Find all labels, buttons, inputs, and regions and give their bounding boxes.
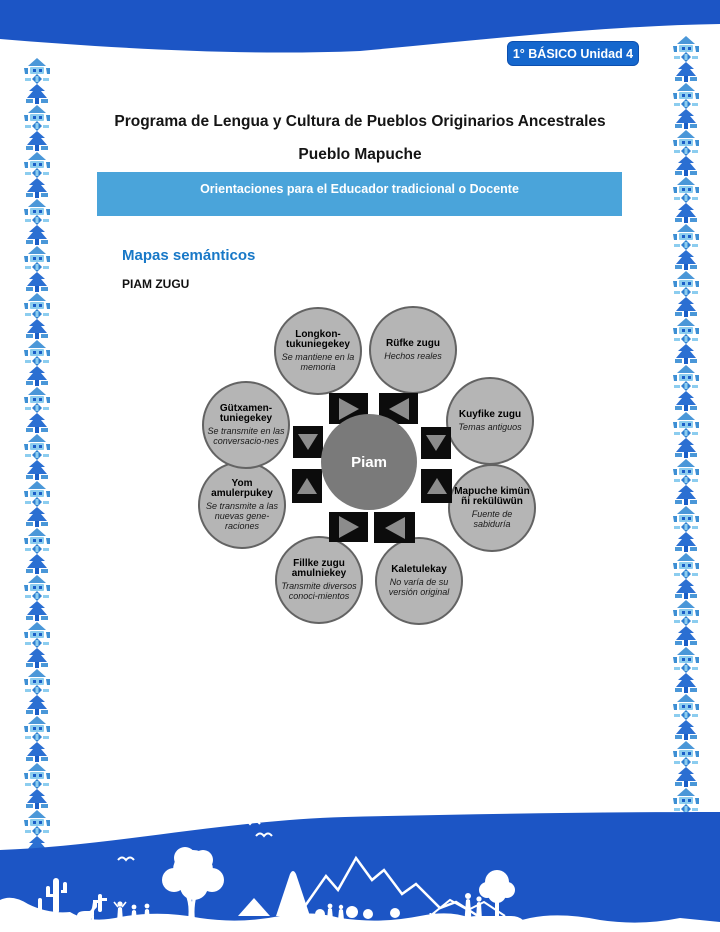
arrow-bottom-left-icon	[329, 512, 368, 542]
map-node-gutxamentuniegekey: Gütxamen-tuniegekey Se transmite en las …	[202, 381, 290, 469]
node-subtitle: Temas antiguos	[458, 421, 522, 432]
node-subtitle: Hechos reales	[384, 350, 442, 361]
left-border-decoration	[24, 58, 50, 856]
section-heading: Mapas semánticos	[122, 247, 256, 264]
node-title: Fillke zugu amulniekey	[291, 557, 347, 580]
node-subtitle: Se mantiene en la memoria	[281, 352, 355, 373]
map-node-yom-amulerpukey: Yom amulerpukey Se transmite a las nueva…	[198, 461, 286, 549]
right-border-decoration	[673, 36, 699, 834]
map-node-mapuche-kimun: Mapuche kimün ñi rekülüwün Fuente de sab…	[448, 464, 536, 552]
node-title: Gütxamen-tuniegekey	[219, 402, 273, 425]
node-title: Kuyfike zugu	[458, 409, 522, 421]
footer-landscape-decoration	[0, 812, 720, 932]
node-title: Longkon-tukuniegekey	[286, 328, 350, 351]
map-node-kuyfike-zugu: Kuyfike zugu Temas antiguos	[446, 377, 534, 465]
orientation-banner-text: Orientaciones para el Educador tradicion…	[200, 182, 519, 196]
node-subtitle: Se transmite en las conversacio-nes	[207, 426, 285, 447]
node-title: Rüfke zugu	[386, 338, 440, 350]
orientation-banner: Orientaciones para el Educador tradicion…	[97, 172, 622, 216]
arrow-left-bottom-icon	[292, 469, 322, 503]
node-subtitle: Transmite diversos conoci-mientos	[281, 581, 357, 602]
unit-badge: 1° BÁSICO Unidad 4	[507, 41, 639, 66]
node-subtitle: Se transmite a las nuevas gene-raciones	[205, 501, 279, 532]
node-title: Kaletulekay	[391, 564, 447, 576]
document-title: Programa de Lengua y Cultura de Pueblos …	[114, 113, 606, 130]
map-node-kaletulekay: Kaletulekay No varía de su versión origi…	[375, 537, 463, 625]
arrow-left-top-icon	[293, 426, 323, 458]
arrow-right-bottom-icon	[421, 469, 452, 503]
node-subtitle: Fuente de sabiduría	[471, 509, 513, 530]
arrow-right-top-icon	[421, 427, 451, 459]
map-node-rufke-zugu: Rüfke zugu Hechos reales	[369, 306, 457, 394]
node-title: Mapuche kimün ñi rekülüwün	[454, 485, 530, 508]
arrow-bottom-right-icon	[374, 512, 415, 543]
map-label: PIAM ZUGU	[122, 277, 190, 291]
map-node-fillke-zugu: Fillke zugu amulniekey Transmite diverso…	[275, 536, 363, 624]
semantic-map-diagram: Longkon-tukuniegekey Se mantiene en la m…	[186, 306, 546, 631]
node-title: Yom amulerpukey	[211, 477, 273, 500]
map-center-label: Piam	[351, 453, 387, 471]
map-node-longkontukuniegekey: Longkon-tukuniegekey Se mantiene en la m…	[274, 307, 362, 395]
map-center-node: Piam	[321, 414, 417, 510]
node-subtitle: No varía de su versión original	[388, 576, 450, 597]
top-band-decoration	[0, 0, 720, 53]
document-subtitle: Pueblo Mapuche	[298, 146, 422, 163]
